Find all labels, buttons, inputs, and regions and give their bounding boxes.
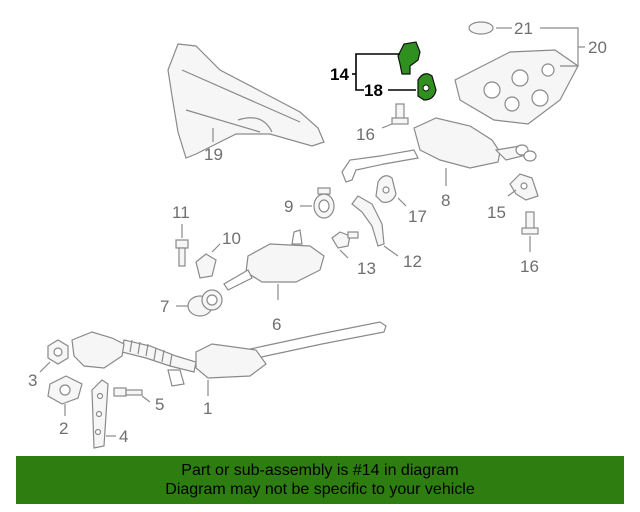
part-20-upper-heat-shield[interactable] xyxy=(454,49,579,125)
part-14-hanger-bracket[interactable] xyxy=(397,41,421,75)
callout-1[interactable]: 1 xyxy=(203,399,212,418)
leader-3 xyxy=(39,361,51,373)
leader-16a xyxy=(381,123,393,129)
part-8-rear-muffler[interactable] xyxy=(341,117,537,183)
part-1-front-pipe-catalytic-converter[interactable] xyxy=(71,321,387,387)
part-17-rubber-hanger[interactable] xyxy=(375,175,397,203)
callout-19[interactable]: 19 xyxy=(204,145,223,164)
part-19-heat-shield[interactable] xyxy=(167,43,325,159)
callout-6[interactable]: 6 xyxy=(272,315,281,334)
banner-line-2: Diagram may not be specific to your vehi… xyxy=(165,481,475,498)
callout-14[interactable]: 14 xyxy=(330,65,349,84)
leader-12 xyxy=(383,245,399,257)
callout-3[interactable]: 3 xyxy=(28,371,37,390)
callout-15[interactable]: 15 xyxy=(487,203,506,222)
callout-8[interactable]: 8 xyxy=(441,191,450,210)
callout-20[interactable]: 20 xyxy=(588,38,607,57)
part-9-clamp[interactable] xyxy=(313,187,335,219)
callout-16-upper[interactable]: 16 xyxy=(356,125,375,144)
part-12-bracket[interactable] xyxy=(351,195,385,247)
callout-5[interactable]: 5 xyxy=(155,395,164,414)
callout-18[interactable]: 18 xyxy=(364,81,383,100)
info-banner: Part or sub-assembly is #14 in diagram D… xyxy=(16,456,624,504)
part-7-clamp[interactable] xyxy=(187,289,223,317)
callout-2[interactable]: 2 xyxy=(59,419,68,438)
exhaust-system-diagram: 19 21 20 14 18 16 16 xyxy=(28,19,607,449)
part-4-bracket[interactable] xyxy=(91,379,109,449)
callout-11[interactable]: 11 xyxy=(172,203,190,222)
leader-10 xyxy=(211,243,221,253)
part-3-nut[interactable] xyxy=(47,339,69,365)
part-15-bracket[interactable] xyxy=(509,173,539,201)
callout-17[interactable]: 17 xyxy=(408,207,427,226)
leader-13 xyxy=(339,249,349,259)
part-16-bolt-upper[interactable] xyxy=(391,103,409,125)
leader-17 xyxy=(397,197,407,207)
part-6-center-muffler[interactable] xyxy=(223,229,325,291)
part-11-bolt[interactable] xyxy=(175,239,189,267)
callout-9[interactable]: 9 xyxy=(284,197,293,216)
part-10-hanger[interactable] xyxy=(195,253,217,279)
callout-4[interactable]: 4 xyxy=(119,427,128,446)
callout-16-lower[interactable]: 16 xyxy=(520,257,539,276)
part-13-bolt[interactable] xyxy=(331,231,359,249)
callout-12[interactable]: 12 xyxy=(403,252,422,271)
leader-5 xyxy=(141,395,151,403)
part-5-bolt[interactable] xyxy=(113,387,143,397)
part-2-gasket[interactable] xyxy=(47,375,83,405)
leader-14-bracket xyxy=(355,53,400,74)
part-16-bolt-lower[interactable] xyxy=(521,211,539,235)
callout-7[interactable]: 7 xyxy=(160,297,169,316)
callout-13[interactable]: 13 xyxy=(357,259,376,278)
callout-21[interactable]: 21 xyxy=(514,19,533,38)
leader-18-bracket xyxy=(355,74,364,91)
callout-10[interactable]: 10 xyxy=(222,229,241,248)
leader-15 xyxy=(507,189,517,197)
part-18-rubber-mount[interactable] xyxy=(417,73,437,101)
banner-line-1: Part or sub-assembly is #14 in diagram xyxy=(181,462,459,479)
part-21-clip[interactable] xyxy=(468,21,494,35)
